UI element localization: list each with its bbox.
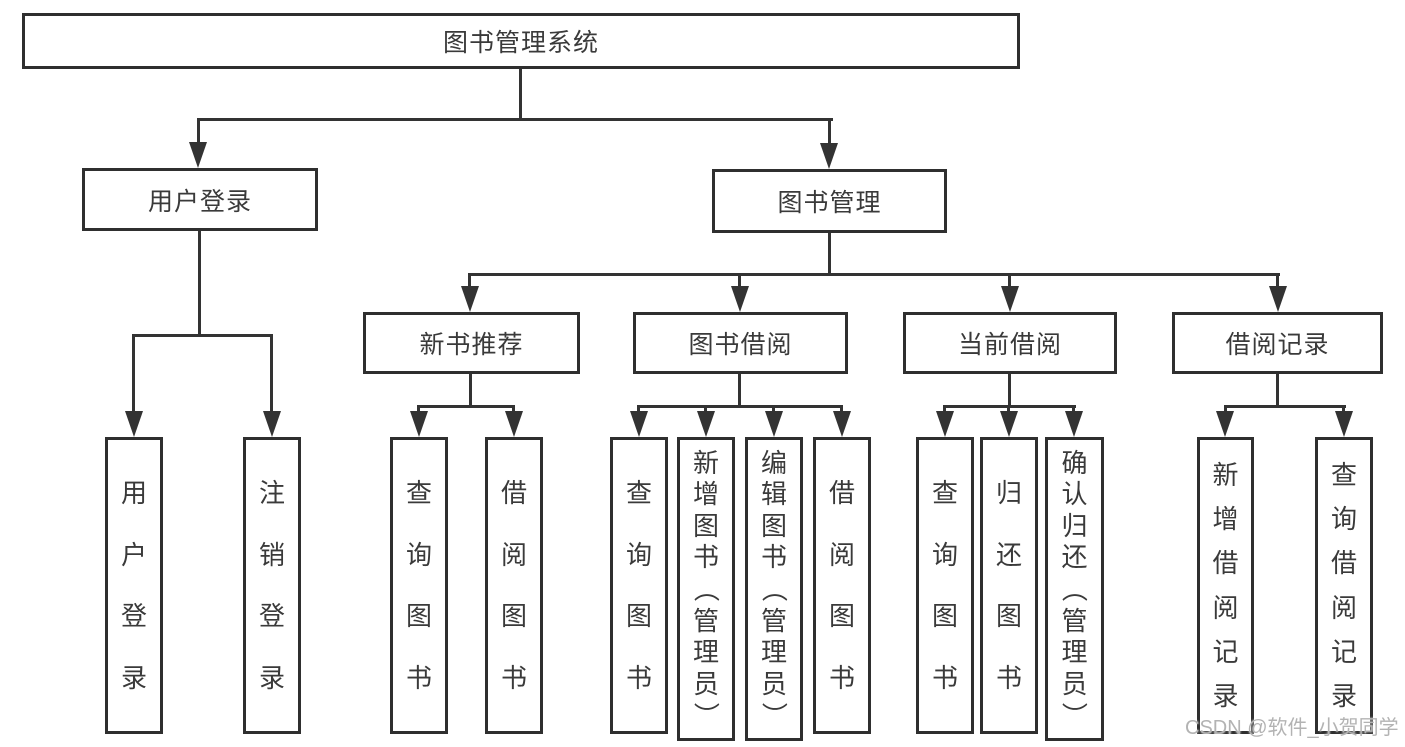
connector-user-login-hline bbox=[132, 334, 273, 337]
arrow-down-icon bbox=[1001, 286, 1019, 312]
node-new-book-recommend: 新书推荐 bbox=[363, 312, 580, 374]
node-root: 图书管理系统 bbox=[22, 13, 1020, 69]
arrow-down-icon bbox=[263, 411, 281, 437]
connector-book-borrow-hline bbox=[637, 405, 843, 408]
arrow-down-icon bbox=[461, 286, 479, 312]
connector-leaf-stub bbox=[1342, 405, 1345, 413]
arrow-down-icon bbox=[1000, 411, 1018, 437]
leaf-query-books-borrow: 查询图书 bbox=[610, 437, 668, 734]
node-current-borrow: 当前借阅 bbox=[903, 312, 1117, 374]
leaf-query-books-current: 查询图书 bbox=[916, 437, 974, 734]
leaf-edit-books-admin: 编辑图书（管理员） bbox=[745, 437, 803, 741]
connector-to-new-book-recommend bbox=[468, 273, 471, 289]
arrow-down-icon bbox=[505, 411, 523, 437]
connector-root-hline bbox=[197, 118, 833, 121]
connector-to-current-borrow bbox=[1008, 273, 1011, 289]
arrow-down-icon bbox=[820, 143, 838, 169]
connector-root-stem bbox=[519, 69, 522, 121]
connector-leaf-stub bbox=[1224, 405, 1227, 413]
arrow-down-icon bbox=[125, 411, 143, 437]
connector-to-leaf-user-login bbox=[132, 334, 135, 413]
connector-borrow-records-hline bbox=[1224, 405, 1346, 408]
leaf-borrow-books-borrow: 借阅图书 bbox=[813, 437, 871, 734]
leaf-add-books-admin: 新增图书（管理员） bbox=[677, 437, 735, 741]
connector-book-borrow-stem bbox=[738, 374, 741, 408]
connector-book-management-hline bbox=[468, 273, 1280, 276]
leaf-add-borrow-record: 新增借阅记录 bbox=[1197, 437, 1254, 734]
connector-to-leaf-logout bbox=[270, 334, 273, 413]
leaf-query-books-recommend: 查询图书 bbox=[390, 437, 448, 734]
arrow-down-icon bbox=[1216, 411, 1234, 437]
arrow-down-icon bbox=[1065, 411, 1083, 437]
leaf-user-login: 用户登录 bbox=[105, 437, 163, 734]
connector-to-borrow-records bbox=[1276, 273, 1279, 289]
arrow-down-icon bbox=[697, 411, 715, 437]
node-book-management: 图书管理 bbox=[712, 169, 947, 233]
connector-leaf-stub bbox=[1072, 405, 1075, 413]
connector-leaf-stub bbox=[1007, 405, 1010, 413]
leaf-return-books: 归还图书 bbox=[980, 437, 1038, 734]
arrow-down-icon bbox=[731, 286, 749, 312]
connector-to-book-management bbox=[828, 118, 831, 146]
leaf-confirm-return-admin: 确认归还（管理员） bbox=[1045, 437, 1104, 741]
connector-new-book-recommend-stem bbox=[469, 374, 472, 408]
arrow-down-icon bbox=[833, 411, 851, 437]
node-user-login: 用户登录 bbox=[82, 168, 318, 231]
arrow-down-icon bbox=[410, 411, 428, 437]
leaf-borrow-books-recommend: 借阅图书 bbox=[485, 437, 543, 734]
arrow-down-icon bbox=[1269, 286, 1287, 312]
connector-user-login-stem bbox=[198, 231, 201, 337]
connector-leaf-stub bbox=[840, 405, 843, 413]
connector-leaf-stub bbox=[512, 405, 515, 413]
connector-leaf-stub bbox=[417, 405, 420, 413]
leaf-query-borrow-record: 查询借阅记录 bbox=[1315, 437, 1373, 734]
connector-new-book-recommend-hline bbox=[417, 405, 515, 408]
arrow-down-icon bbox=[1335, 411, 1353, 437]
leaf-logout: 注销登录 bbox=[243, 437, 301, 734]
connector-book-management-stem bbox=[828, 233, 831, 276]
node-borrow-records: 借阅记录 bbox=[1172, 312, 1383, 374]
connector-to-user-login bbox=[197, 118, 200, 146]
arrow-down-icon bbox=[765, 411, 783, 437]
arrow-down-icon bbox=[936, 411, 954, 437]
arrow-down-icon bbox=[630, 411, 648, 437]
connector-leaf-stub bbox=[772, 405, 775, 413]
connector-current-borrow-stem bbox=[1008, 374, 1011, 408]
connector-to-book-borrow bbox=[738, 273, 741, 289]
connector-leaf-stub bbox=[704, 405, 707, 413]
connector-borrow-records-stem bbox=[1276, 374, 1279, 408]
connector-leaf-stub bbox=[943, 405, 946, 413]
csdn-watermark: CSDN @软件_小贺同学 bbox=[1185, 717, 1399, 739]
node-book-borrow: 图书借阅 bbox=[633, 312, 848, 374]
arrow-down-icon bbox=[189, 142, 207, 168]
connector-leaf-stub bbox=[637, 405, 640, 413]
